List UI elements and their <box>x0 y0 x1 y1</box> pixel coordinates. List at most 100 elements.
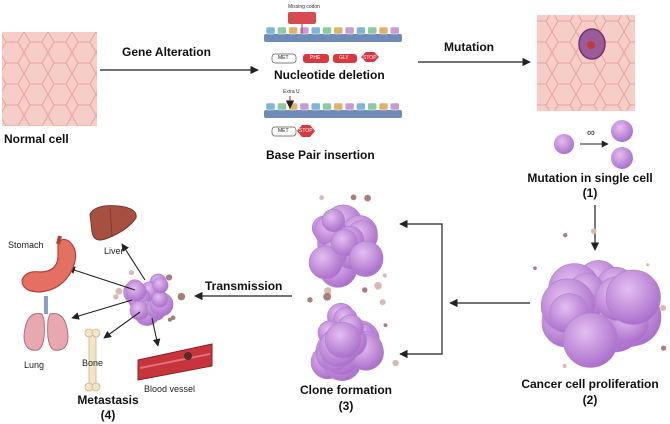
cell-debris <box>177 292 186 301</box>
cell-debris <box>374 281 382 290</box>
codon-stop-2: STOP <box>299 128 313 134</box>
lung-label: Lung <box>24 360 45 370</box>
base-pair-insertion-label: Base Pair insertion <box>266 148 375 162</box>
nucleotide-bead <box>344 26 355 35</box>
bracket-arrow-top <box>399 219 443 303</box>
stomach-icon <box>21 235 77 293</box>
cancer-cell <box>125 281 147 302</box>
nucleotide-bead <box>265 26 276 35</box>
cell-debris <box>362 287 368 293</box>
codon-met-2: MET <box>278 128 289 134</box>
nucleotide-bead <box>356 102 366 111</box>
metastasis-mass <box>113 270 186 326</box>
missing-codon-label: Missing codon <box>288 4 320 10</box>
cell-debris <box>364 194 371 202</box>
nucleotide-bead <box>310 26 321 35</box>
bracket-arrow-bottom <box>399 303 443 359</box>
codon-phe: PHE <box>310 55 321 61</box>
codon-gly: GLY <box>339 55 349 61</box>
clone-formation-number: (3) <box>338 399 354 413</box>
nucleotide-bead <box>378 26 389 35</box>
nucleotide-bead <box>322 26 332 35</box>
clone-mass-bottom <box>307 292 399 392</box>
cancer-proliferation-number: (2) <box>582 393 598 407</box>
mutation-label: Mutation <box>444 40 494 54</box>
liver-icon <box>89 205 137 241</box>
cell-debris <box>350 194 357 201</box>
nucleotide-bead <box>299 102 310 111</box>
metastasis-number: (4) <box>100 408 116 422</box>
nucleotide-bead <box>356 26 366 35</box>
cell-debris <box>660 305 667 311</box>
nucleotide-bead <box>310 102 321 111</box>
nucleotide-bead <box>322 102 332 111</box>
clone-mass-top <box>308 194 387 295</box>
nucleotide-bead <box>265 102 276 111</box>
nucleotide-bead <box>277 102 287 111</box>
codon-stop-1: STOP <box>363 55 377 61</box>
nucleotide-bead <box>333 26 344 35</box>
mutated-cell-tissue <box>537 15 635 111</box>
cell-debris <box>590 228 597 234</box>
cell-debris <box>533 266 537 271</box>
cancer-cell <box>152 277 169 294</box>
cell-debris <box>170 315 176 320</box>
cancer-cell <box>605 269 661 325</box>
blood-vessel-label: Blood vessel <box>144 384 196 394</box>
cancer-cell <box>562 312 618 368</box>
nucleotide-bead <box>390 102 400 111</box>
extra-u-label: Extra U <box>283 89 300 95</box>
metastasis-label: Metastasis <box>77 393 139 407</box>
cancer-cell <box>321 208 345 233</box>
cancer-cell <box>151 291 168 308</box>
clone-formation-label: Clone formation <box>300 383 392 397</box>
single-cell-division <box>554 120 633 169</box>
cell-debris <box>563 233 568 238</box>
lung-icon <box>23 296 69 351</box>
nucleotide-bead <box>333 102 344 111</box>
cell-debris <box>166 274 173 281</box>
liver-label: Liver <box>104 246 124 256</box>
bone-icon <box>84 328 101 392</box>
cell-debris <box>307 297 313 303</box>
cell-debris <box>323 292 332 301</box>
cell-debris <box>382 273 387 278</box>
cancer-cell <box>349 240 384 276</box>
mutation-single-cell-label: Mutation in single cell <box>527 171 653 185</box>
normal-cell-tissue <box>2 32 97 126</box>
normal-cell-label: Normal cell <box>4 132 69 146</box>
cancer-proliferation-mass <box>533 228 667 369</box>
cancer-cell <box>325 321 362 359</box>
nucleotide-bead <box>344 102 355 111</box>
nucleotide-bead <box>390 26 400 35</box>
metastasis-arrows <box>67 243 161 347</box>
cell-debris <box>392 359 399 367</box>
cell-debris <box>660 345 667 351</box>
dna-insertion-strand <box>264 96 402 137</box>
nucleotide-bead <box>367 102 377 111</box>
cell-debris <box>115 287 123 295</box>
dna-deletion-strand <box>264 12 402 64</box>
nucleotide-bead <box>288 26 298 35</box>
blood-vessel-icon <box>137 343 213 381</box>
cancer-cell <box>308 245 343 280</box>
cell-debris <box>379 299 386 306</box>
nucleotide-bead <box>378 102 389 111</box>
stomach-label: Stomach <box>8 240 44 250</box>
cell-debris <box>319 195 325 201</box>
nucleotide-deletion-label: Nucleotide deletion <box>274 68 385 82</box>
cell-debris <box>113 294 119 300</box>
cell-debris <box>324 287 332 295</box>
cell-debris <box>167 317 172 322</box>
transmission-label: Transmission <box>205 279 283 293</box>
gene-alteration-label: Gene Alteration <box>122 45 211 59</box>
bone-label: Bone <box>82 358 104 368</box>
codon-met-1: MET <box>278 55 289 61</box>
cell-debris <box>128 270 135 276</box>
nucleotide-bead <box>277 26 287 35</box>
deletion-codon-boxes <box>271 52 379 64</box>
nucleotide-bead <box>299 26 310 35</box>
mutation-single-cell-number: (1) <box>582 186 598 200</box>
cell-debris <box>383 323 388 328</box>
